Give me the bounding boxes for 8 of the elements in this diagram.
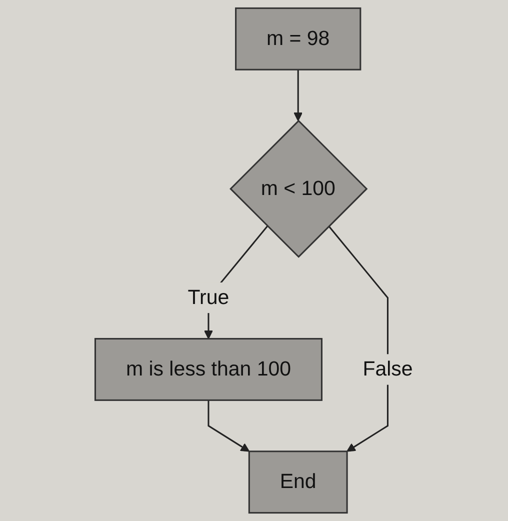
node-box (235, 7, 362, 70)
node-box (248, 450, 348, 514)
arrow (294, 70, 303, 122)
edge-label: True (188, 286, 230, 310)
edge-label: False (362, 358, 413, 381)
arrow (208, 400, 250, 452)
node-box (94, 338, 322, 401)
node-diamond (230, 120, 368, 258)
